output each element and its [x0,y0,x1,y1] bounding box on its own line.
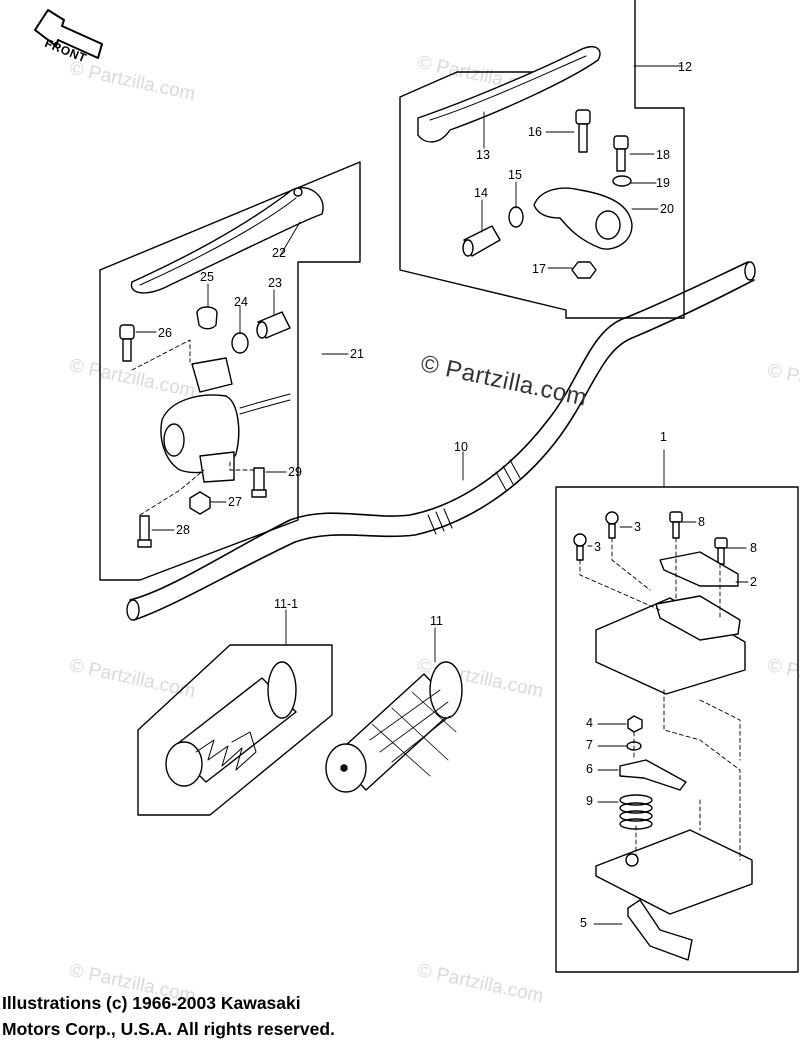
callout-6: 6 [586,762,593,776]
callout-21: 21 [350,347,364,361]
handlebar [126,261,756,621]
bolt-18 [613,135,629,172]
callout-27: 27 [228,495,242,509]
nut-27 [189,491,211,515]
bolt-3b [605,511,619,539]
clamp-2 [659,551,739,587]
switch-housing-21 [160,357,291,483]
lever-5 [627,899,693,961]
housing-upper [595,595,746,695]
bolt-8b [714,537,728,565]
callout-9: 9 [586,794,593,808]
callout-7: 7 [586,738,593,752]
callout-4: 4 [586,716,593,730]
lever-left [130,187,324,294]
callout-11-1: 11-1 [274,597,299,611]
bracket-20 [533,187,633,250]
copyright-line-2: Motors Corp., U.S.A. All rights reserved… [2,1019,335,1039]
callout-29: 29 [288,465,302,479]
callout-10: 10 [454,440,468,454]
callout-8a: 8 [698,515,705,529]
callout-14: 14 [474,186,488,200]
callout-8b: 8 [750,541,757,555]
callout-25: 25 [200,270,214,284]
callout-17: 17 [532,262,546,276]
grip-11 [325,661,463,793]
plate-6 [619,759,687,791]
callout-1: 1 [660,430,667,444]
callout-18: 18 [656,148,670,162]
group-outline-12 [399,0,685,319]
grip-11-1 [165,661,297,787]
callout-24: 24 [234,295,248,309]
lock-washer-15 [508,206,524,228]
bolt-8a [669,511,683,539]
cap-25 [196,306,218,330]
bolt-3a [573,533,587,561]
screw-23 [256,311,291,339]
ring-24 [231,332,249,354]
washer-19 [612,175,632,187]
group-outline-1 [555,486,799,973]
callout-15: 15 [508,168,522,182]
copyright-notice: Illustrations (c) 1966-2003 Kawasaki Mot… [2,990,335,1042]
callout-12: 12 [678,60,692,74]
bolt-16 [575,109,591,153]
spring-9 [619,794,653,830]
callout-13: 13 [476,148,490,162]
screw-28 [137,515,152,548]
group-outline-11-1 [137,644,333,816]
housing-lower [595,829,753,915]
callout-20: 20 [660,202,674,216]
copyright-line-1: Illustrations (c) 1966-2003 Kawasaki [2,993,301,1013]
callout-22: 22 [272,246,286,260]
callout-3a: 3 [634,520,641,534]
callout-26: 26 [158,326,172,340]
callout-11: 11 [430,614,443,628]
nut-4 [627,715,643,733]
bolt-26 [119,324,135,362]
callout-2: 2 [750,575,757,589]
screw-29 [251,467,267,498]
callout-3b: 3 [594,540,601,554]
front-arrow-icon [34,9,103,59]
callout-19: 19 [656,176,670,190]
adjuster-14 [462,225,501,257]
callout-23: 23 [268,276,282,290]
callout-16: 16 [528,125,542,139]
nut-17 [571,261,597,279]
callout-5: 5 [580,916,587,930]
callout-28: 28 [176,523,190,537]
lever-upper [417,46,601,143]
group-outline-21 [99,161,361,581]
